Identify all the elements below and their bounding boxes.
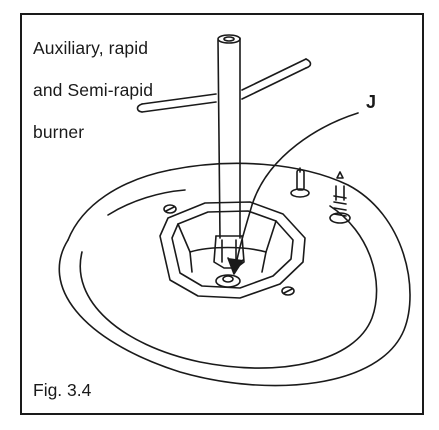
injector-inner — [222, 275, 234, 283]
wrench-head — [213, 235, 245, 269]
injector-outer — [215, 274, 241, 288]
outer-rim — [58, 162, 411, 387]
caption-line-3: burner — [33, 122, 85, 142]
caption-line-2: and Semi-rapid — [33, 80, 154, 100]
caption: Auxiliary, rapid and Semi-rapid burner — [33, 17, 153, 164]
inner-rim — [79, 205, 378, 369]
wrench-crossbar — [141, 58, 307, 113]
inner-rim-top — [107, 189, 186, 216]
callout-line — [234, 112, 359, 271]
screw-right — [281, 286, 295, 296]
screw-left — [163, 204, 177, 214]
socket-inner — [171, 210, 294, 289]
socket-outer — [159, 201, 306, 299]
socket-floor — [189, 246, 267, 253]
wrench-tube — [217, 37, 241, 239]
figure-number: Fig. 3.4 — [33, 380, 92, 400]
figure-frame — [20, 13, 424, 415]
callout-label-j: J — [366, 92, 377, 112]
callout-arrowhead — [227, 257, 244, 275]
outer-rim-left — [67, 169, 171, 241]
caption-line-1: Auxiliary, rapid — [33, 38, 149, 58]
